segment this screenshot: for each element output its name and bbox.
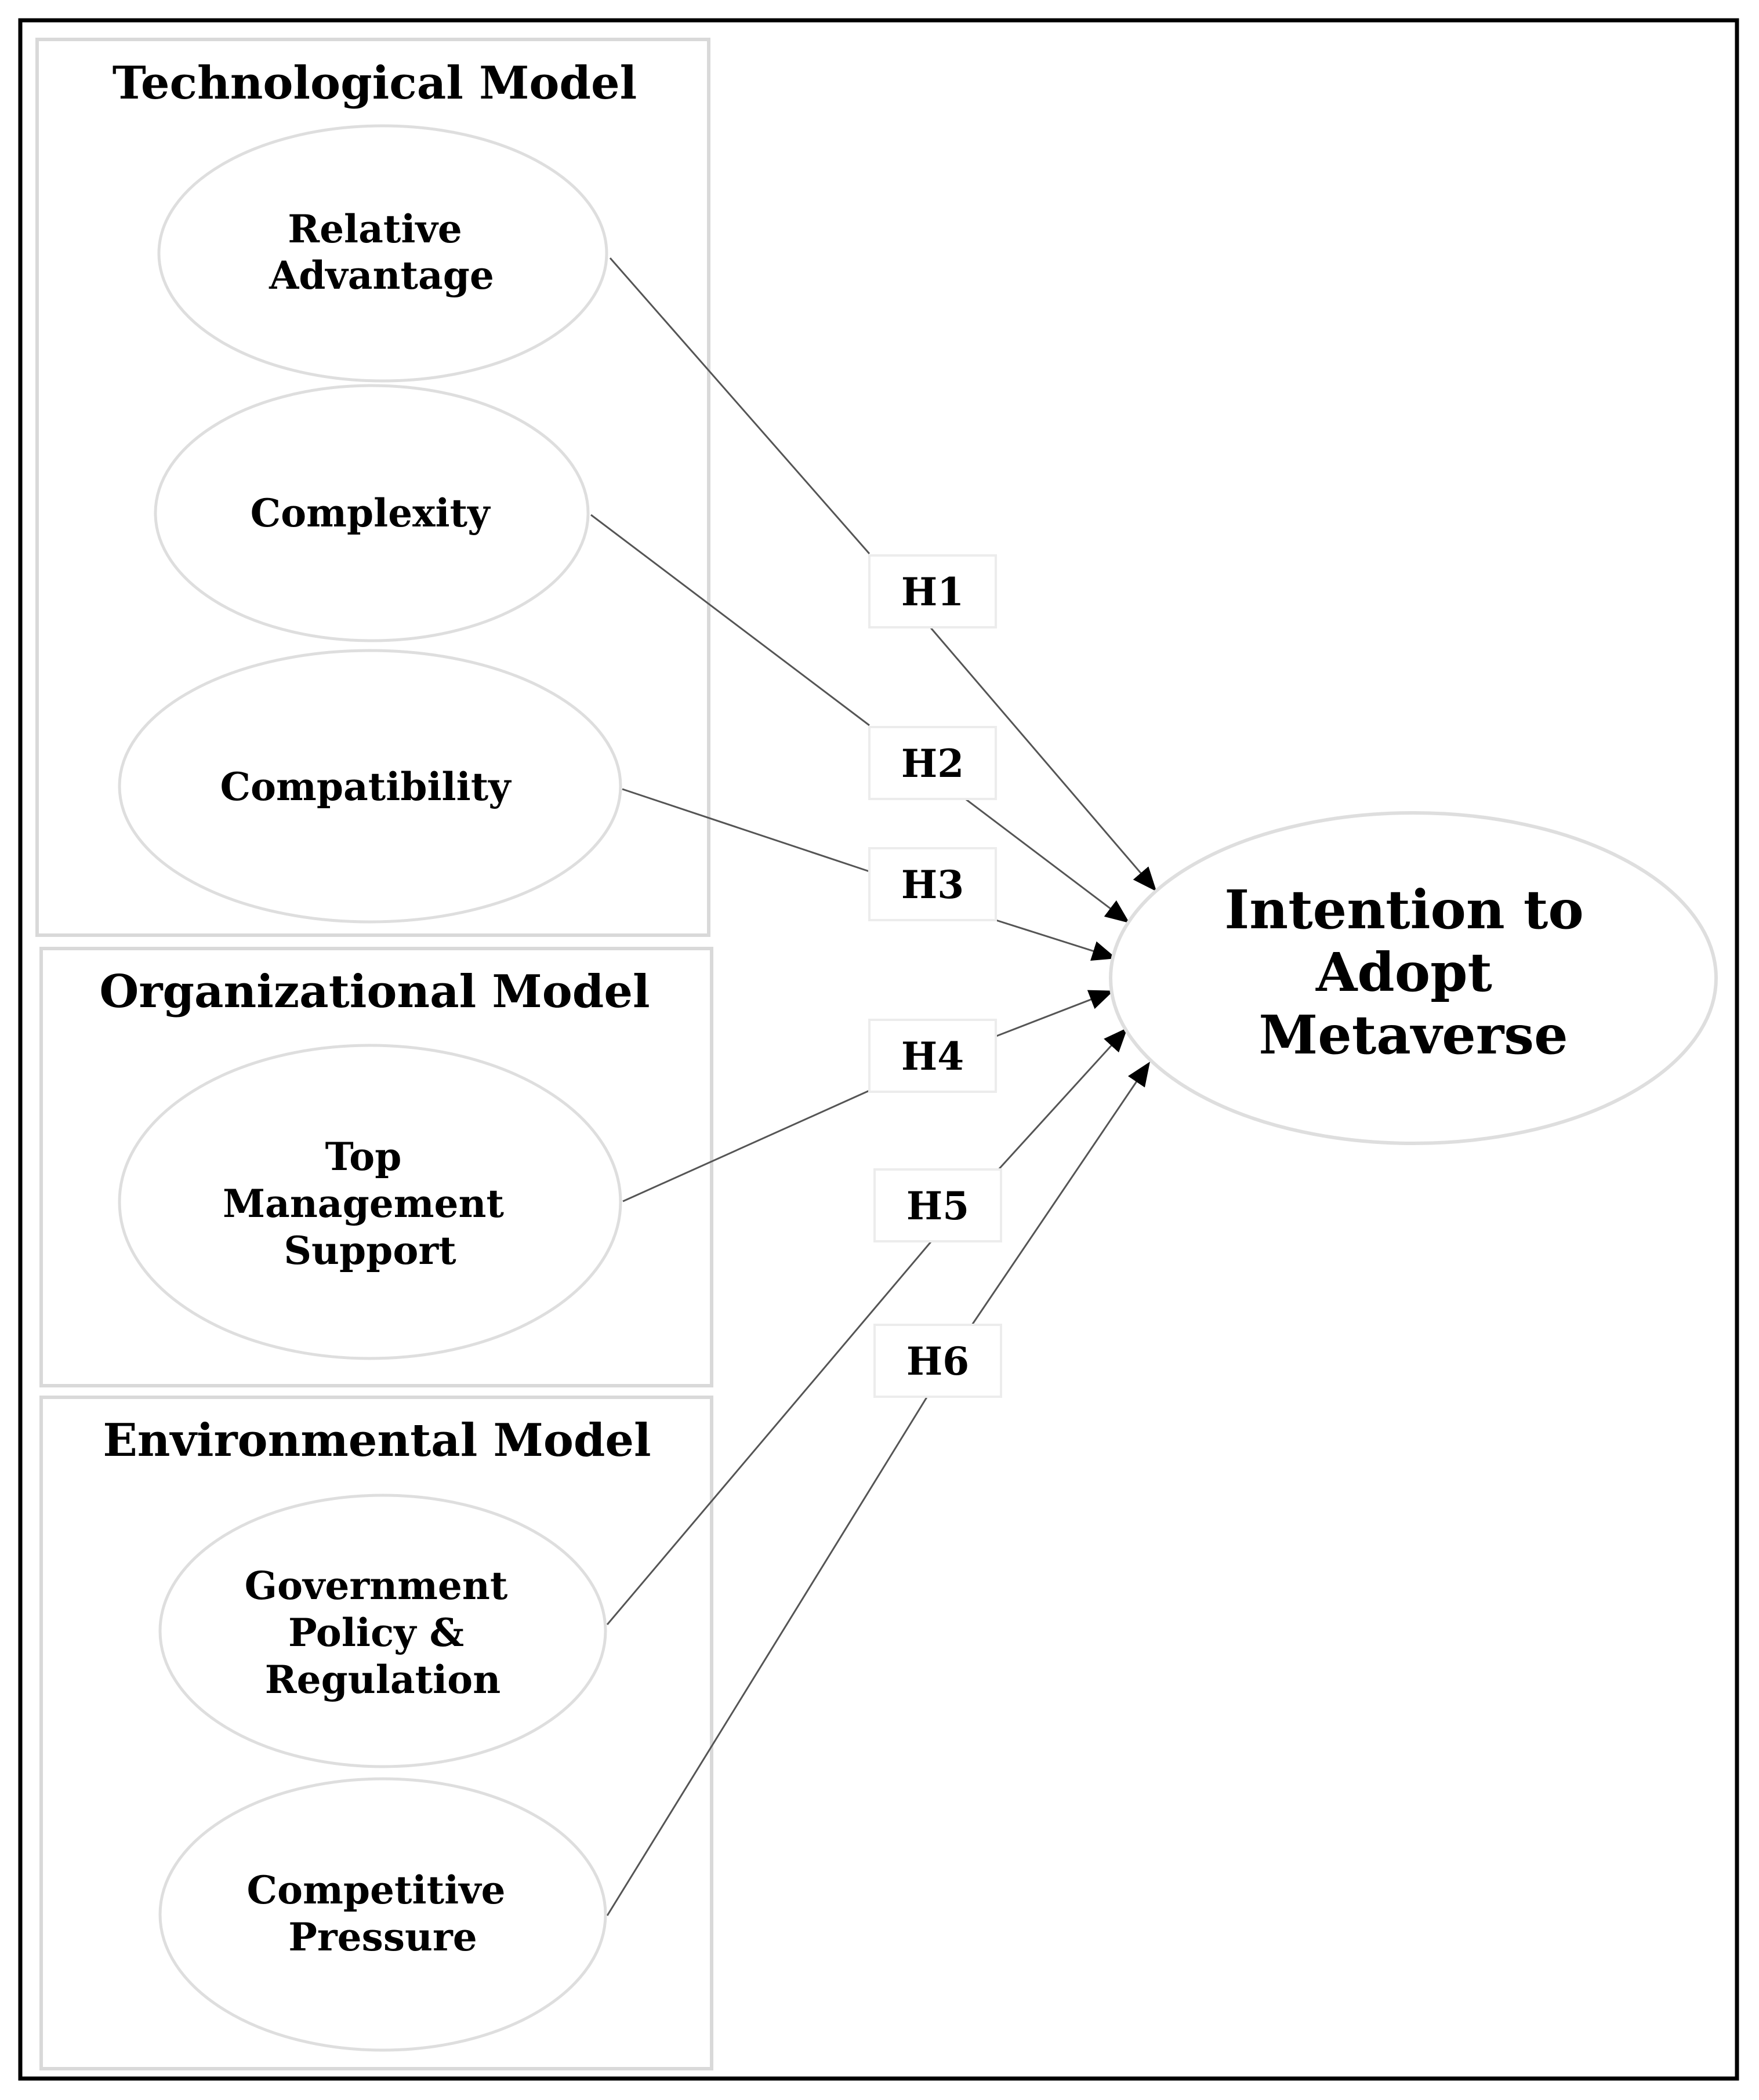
top-management-support-label: Top Management Support: [223, 1134, 517, 1273]
technological-model-title: Technological Model: [113, 57, 637, 110]
compatibility-ellipse: [118, 649, 622, 924]
path-h3-in: [622, 788, 870, 873]
outer-frame: [18, 18, 1739, 2081]
relative-advantage-label: Relative Advantage: [269, 206, 494, 298]
government-policy-label: Government Policy & Regulation: [245, 1563, 521, 1702]
competitive-pressure-label: Competitive Pressure: [247, 1868, 519, 1960]
intention-to-adopt-metaverse-label: Intention to Adopt Metaverse: [1224, 878, 1602, 1066]
hypothesis-h5: H5: [873, 1168, 1002, 1242]
path-h1-out: [930, 627, 1157, 892]
hypothesis-label: H6: [906, 1339, 969, 1384]
hypothesis-box: [873, 1168, 1002, 1242]
organizational-model-box: [39, 947, 713, 1387]
path-h5-out: [996, 1027, 1128, 1172]
path-h6-out: [971, 1062, 1150, 1325]
path-h3-out: [993, 918, 1117, 961]
top-management-support-ellipse: [118, 1044, 622, 1360]
hypothesis-h3: H3: [868, 847, 997, 921]
hypothesis-label: H5: [906, 1183, 969, 1229]
government-policy-ellipse: [158, 1494, 607, 1768]
path-h2-out: [963, 797, 1130, 924]
complexity-ellipse: [154, 384, 590, 642]
compatibility-label: Compatibility: [220, 764, 512, 809]
path-h5-in: [606, 1241, 932, 1625]
intention-to-adopt-metaverse-ellipse: [1109, 811, 1718, 1145]
hypothesis-h1: H1: [868, 554, 997, 628]
hypothesis-label: H3: [901, 862, 964, 907]
hypothesis-box: [868, 726, 997, 800]
organizational-model-title: Organizational Model: [99, 965, 650, 1018]
hypothesis-paths: [590, 257, 1157, 1916]
path-h6-in: [606, 1397, 928, 1916]
hypothesis-label: H1: [901, 569, 964, 615]
path-h4-out: [996, 990, 1114, 1037]
hypothesis-h4: H4: [868, 1019, 997, 1093]
path-h2-in: [590, 514, 870, 726]
path-h1-in: [609, 257, 871, 554]
hypothesis-box: [868, 847, 997, 921]
competitive-pressure-ellipse: [158, 1777, 607, 2052]
complexity-label: Complexity: [251, 491, 491, 536]
hypothesis-box: [868, 1019, 997, 1093]
hypothesis-label: H4: [901, 1034, 964, 1079]
hypothesis-box: [868, 554, 997, 628]
hypothesis-label: H2: [901, 741, 964, 786]
relative-advantage-ellipse: [157, 124, 608, 383]
technological-model-box: [35, 38, 710, 937]
hypothesis-box: [873, 1324, 1002, 1398]
hypothesis-h2: H2: [868, 726, 997, 800]
path-h4-in: [622, 1089, 870, 1202]
hypothesis-h6: H6: [873, 1324, 1002, 1398]
environmental-model-box: [39, 1396, 713, 2070]
environmental-model-title: Environmental Model: [103, 1414, 651, 1467]
